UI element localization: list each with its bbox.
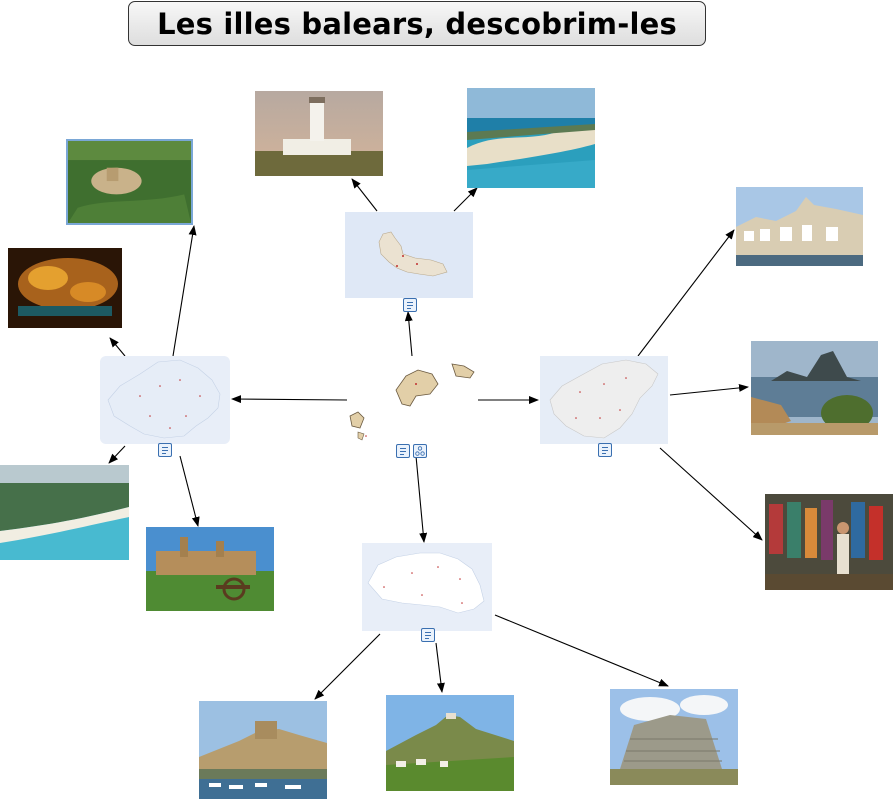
note-icon[interactable]	[158, 443, 172, 457]
arrow-ibiza-to-vedra	[670, 387, 748, 395]
arrow-ibiza-to-town	[638, 230, 734, 356]
balearic-islands-map[interactable]	[346, 356, 478, 444]
ibiza-town-photo[interactable]	[736, 187, 863, 266]
arrow-menorca-to-montetoro	[436, 643, 442, 692]
ibiza-map[interactable]	[540, 356, 668, 444]
mallorca-map[interactable]	[100, 356, 230, 444]
bellver-castle-photo[interactable]	[66, 139, 193, 225]
arrow-center-to-menorca	[416, 456, 424, 542]
arrow-mallorca-to-caves	[110, 338, 125, 356]
arrow-formentera-to-beach	[454, 188, 477, 211]
formentera-map[interactable]	[345, 212, 473, 298]
note-icon[interactable]	[403, 298, 417, 312]
ciutadella-port-photo[interactable]	[199, 701, 327, 799]
arrow-mallorca-to-cathedral	[180, 456, 198, 526]
formentera-beach-photo[interactable]	[467, 88, 595, 188]
naveta-photo[interactable]	[610, 689, 738, 785]
arrow-menorca-to-ciutadella	[315, 634, 380, 699]
arrow-ibiza-to-market	[660, 448, 762, 540]
note-icon[interactable]	[598, 443, 612, 457]
arrow-center-to-mallorca	[232, 399, 347, 400]
mallorca-coast-photo[interactable]	[0, 465, 129, 560]
hippy-market-photo[interactable]	[765, 494, 893, 590]
palma-cathedral-photo[interactable]	[146, 527, 274, 611]
arrow-center-to-formentera	[408, 312, 412, 356]
link-icon[interactable]	[413, 444, 427, 458]
menorca-map[interactable]	[362, 543, 492, 631]
arrow-mallorca-to-castle	[173, 226, 194, 356]
note-icon[interactable]	[421, 628, 435, 642]
note-icon[interactable]	[396, 444, 410, 458]
es-vedra-photo[interactable]	[751, 341, 878, 435]
lighthouse-photo[interactable]	[255, 91, 383, 176]
arrow-formentera-to-lighthouse	[352, 179, 377, 211]
monte-toro-photo[interactable]	[386, 695, 514, 791]
arrow-mallorca-to-coast	[109, 446, 125, 463]
arrow-menorca-to-naveta	[495, 615, 668, 686]
caves-photo[interactable]	[8, 248, 122, 328]
